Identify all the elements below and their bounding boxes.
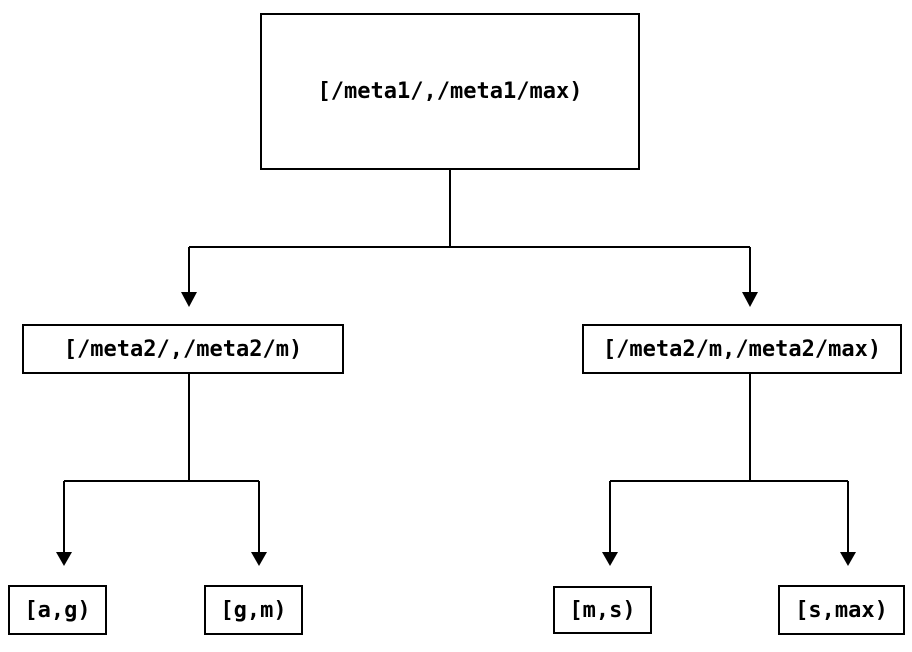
arrowhead-right-icon <box>742 292 758 307</box>
tree-node-meta2-low-label: [/meta2/,/meta2/m) <box>63 336 303 362</box>
arrowhead-left-icon <box>181 292 197 307</box>
edge-right-children <box>609 374 849 552</box>
arrowhead-leaf-ms-icon <box>602 552 618 566</box>
tree-leaf-ms-label: [m,s) <box>569 597 636 623</box>
tree-node-meta2-low: [/meta2/,/meta2/m) <box>22 324 344 374</box>
edge-root-children <box>188 170 751 292</box>
tree-node-meta2-high-label: [/meta2/m,/meta2/max) <box>602 336 882 362</box>
tree-node-meta2-high: [/meta2/m,/meta2/max) <box>582 324 902 374</box>
arrowhead-leaf-gm-icon <box>251 552 267 566</box>
tree-leaf-smax-label: [s,max) <box>795 597 888 623</box>
arrowhead-leaf-ag-icon <box>56 552 72 566</box>
edge-left-children <box>63 374 260 552</box>
tree-leaf-ag-label: [a,g) <box>24 597 91 623</box>
tree-leaf-smax: [s,max) <box>778 585 905 635</box>
tree-leaf-ms: [m,s) <box>553 586 652 634</box>
tree-node-root-label: [/meta1/,/meta1/max) <box>317 79 583 104</box>
tree-leaf-ag: [a,g) <box>8 585 107 635</box>
tree-node-root: [/meta1/,/meta1/max) <box>260 13 640 170</box>
tree-leaf-gm-label: [g,m) <box>220 597 287 623</box>
arrowhead-leaf-smax-icon <box>840 552 856 566</box>
tree-leaf-gm: [g,m) <box>204 585 303 635</box>
